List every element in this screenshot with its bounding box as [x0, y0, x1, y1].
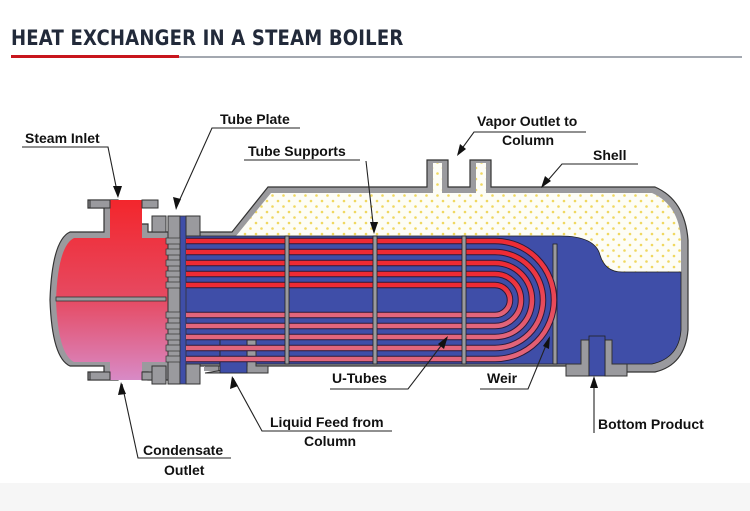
- tube-sheet-hole: [165, 270, 181, 278]
- label-vapor-outlet-line1: Vapor Outlet to: [477, 113, 577, 129]
- label-tube-plate: Tube Plate: [220, 111, 290, 127]
- leader-lines: [22, 127, 638, 459]
- label-condensate-line2: Outlet: [164, 462, 205, 478]
- header: HEAT EXCHANGER IN A STEAM BOILER: [0, 0, 750, 80]
- tube-supports: [284, 235, 467, 365]
- label-liquid-feed-line1: Liquid Feed from: [270, 414, 384, 430]
- tube-support: [461, 235, 467, 365]
- u-tube: [186, 282, 513, 318]
- bottom-product-nozzle: [565, 335, 628, 377]
- label-liquid-feed-line2: Column: [304, 433, 356, 449]
- title-accent-bar: [11, 55, 179, 58]
- tube-support: [284, 235, 290, 365]
- u-tubes: [165, 237, 558, 363]
- u-tube: [186, 249, 546, 351]
- leader-arrowheads: [113, 144, 598, 395]
- pass-partition: [55, 296, 167, 302]
- tube-sheet-hole: [165, 281, 181, 289]
- u-tube: [186, 260, 535, 340]
- tube-support: [372, 235, 378, 365]
- page-title: HEAT EXCHANGER IN A STEAM BOILER: [11, 26, 404, 50]
- label-steam-inlet: Steam Inlet: [25, 130, 100, 146]
- tube-sheet-hole: [165, 237, 181, 245]
- label-tube-supports: Tube Supports: [248, 143, 346, 159]
- title-underline: [11, 56, 742, 58]
- label-bottom-product: Bottom Product: [598, 416, 704, 432]
- label-condensate-line1: Condensate: [143, 442, 223, 458]
- tube-sheet-hole: [165, 259, 181, 267]
- label-vapor-outlet-line2: Column: [502, 132, 554, 148]
- tube-sheet-hole: [165, 344, 181, 352]
- u-tube: [186, 238, 557, 362]
- tube-sheet-hole: [165, 311, 181, 319]
- label-weir: Weir: [487, 370, 518, 386]
- footer-band: [0, 483, 750, 511]
- tube-plate: [167, 215, 201, 385]
- tube-sheet-hole: [165, 248, 181, 256]
- tube-sheet-hole: [165, 322, 181, 330]
- label-shell: Shell: [593, 147, 626, 163]
- tube-sheet-hole: [165, 333, 181, 341]
- u-tube: [186, 271, 524, 329]
- tube-sheet-hole: [165, 355, 181, 363]
- label-u-tubes: U-Tubes: [332, 370, 387, 386]
- channel-head: [49, 199, 177, 385]
